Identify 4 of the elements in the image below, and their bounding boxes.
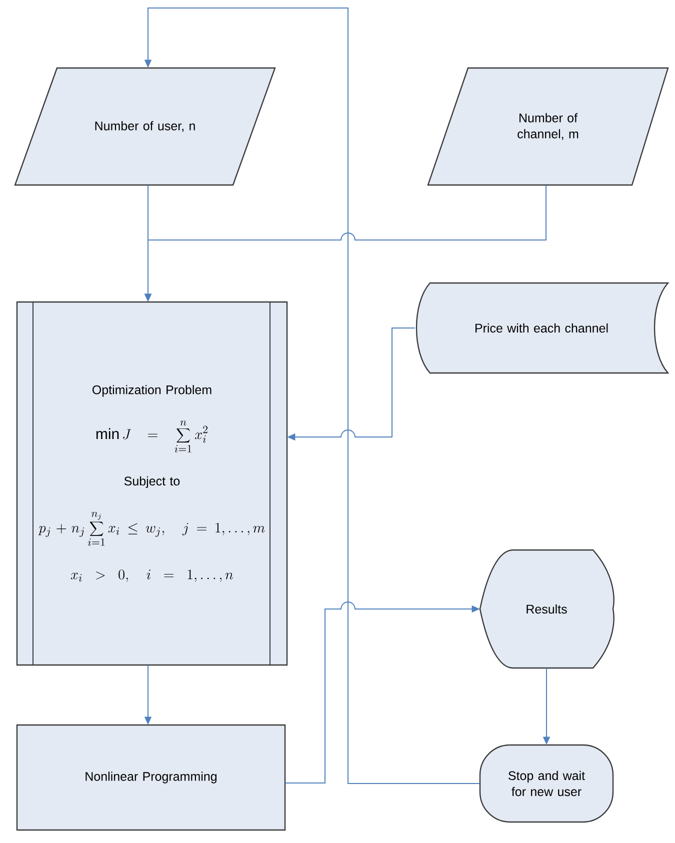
process-box: Nonlinear Programming bbox=[16, 724, 286, 831]
process-box: Optimization Problem $\min J = \sum_{i=1}^{n} x_i^2$ Subject to $p_j + n_j \sum_{i=1}^{n_j} x_i \le w_j, \quad j = 1,\ldots,m$ $x_i > 0, \quad i = 1,\ldots,n$ bbox=[16, 301, 288, 666]
input-parallelogram: Number of user, n bbox=[14, 67, 276, 186]
input-parallelogram: Number of channel, m bbox=[427, 67, 669, 186]
